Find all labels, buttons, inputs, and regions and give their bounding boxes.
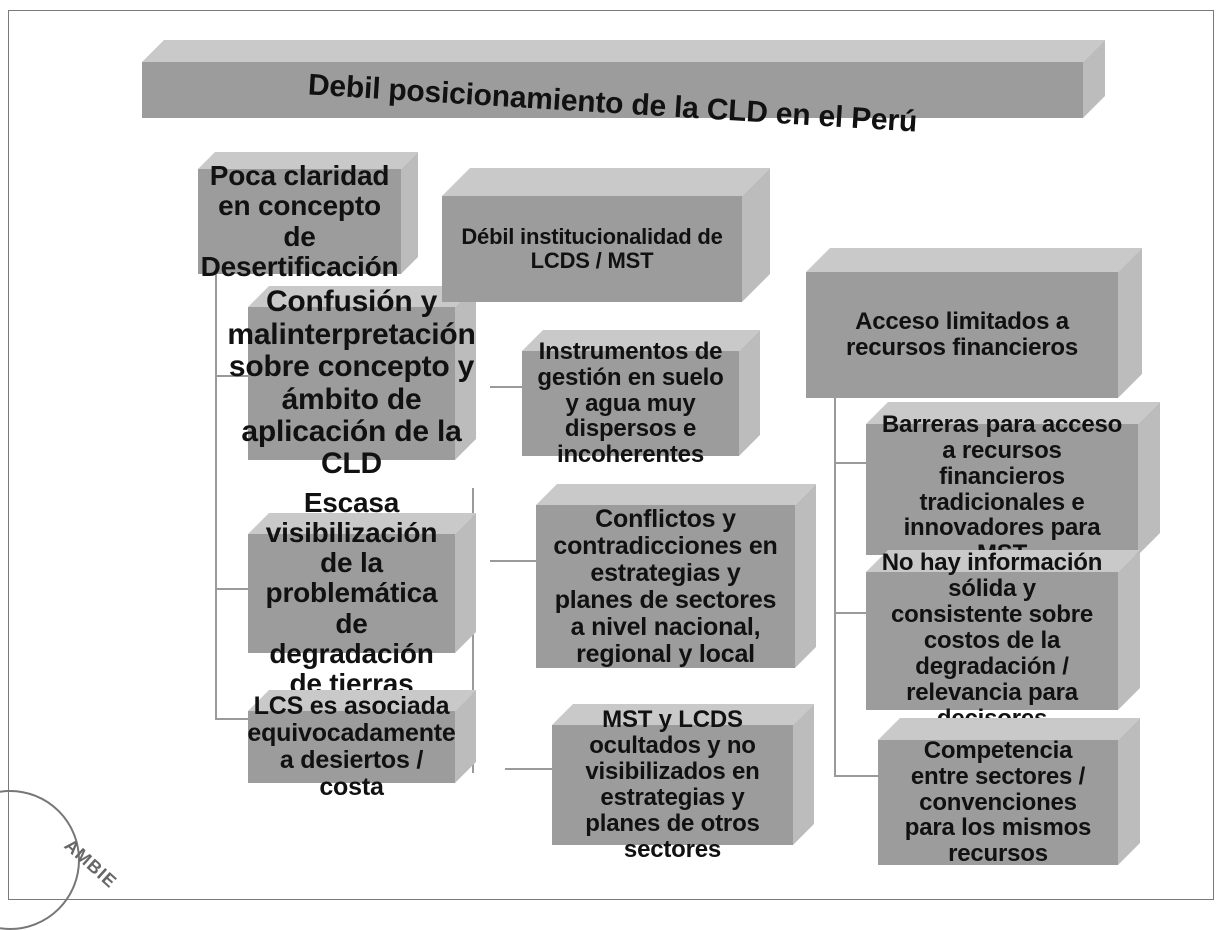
- box-shape: [866, 550, 1140, 710]
- item-col2-3: MST y LCDS ocultados y no visibilizados …: [552, 704, 814, 863]
- box-shape: [248, 690, 476, 783]
- connector-col3-vertical: [834, 380, 836, 775]
- box-top-face: [142, 40, 1105, 62]
- box-front-face: [248, 534, 455, 653]
- item-col3-3-text: Competencia entre sectores / convencione…: [904, 736, 1092, 868]
- connector-col1-item3: [215, 718, 249, 720]
- item-col3-2: No hay información sólida y consistente …: [866, 550, 1140, 731]
- box-top-face: [536, 484, 816, 505]
- box-shape: [806, 248, 1142, 398]
- header-col3-text: Acceso limitados a recursos financieros: [845, 308, 1079, 361]
- box-front-face: [806, 272, 1118, 398]
- box-front-face: [552, 725, 793, 845]
- box-front-face: [866, 572, 1118, 710]
- box-top-face: [552, 704, 814, 725]
- item-col1-2: Escasa visibilización de la problemática…: [248, 486, 476, 700]
- item-col3-2-text: No hay información sólida y consistente …: [882, 550, 1103, 731]
- connector-col1-item2: [215, 588, 249, 590]
- box-top-face: [248, 690, 476, 711]
- item-col2-2-text: Conflictos y contradicciones en estrateg…: [553, 504, 778, 668]
- box-front-face: [248, 711, 455, 783]
- box-top-face: [866, 550, 1140, 572]
- item-col1-1: Confusión y malinterpretación sobre conc…: [227, 286, 476, 481]
- box-side-face: [742, 168, 770, 302]
- box-front-face: [142, 62, 1083, 118]
- box-side-face: [739, 330, 760, 456]
- box-side-face: [1118, 718, 1140, 865]
- item-col1-2-text: Escasa visibilización de la problemática…: [265, 486, 438, 700]
- box-front-face: [878, 740, 1118, 865]
- box-shape: [552, 704, 814, 845]
- box-side-face: [793, 704, 814, 845]
- box-shape: [142, 40, 1105, 118]
- box-front-face: [536, 505, 795, 668]
- box-side-face: [1118, 248, 1142, 398]
- header-col2-text: Débil institucionalidad de LCDS / MST: [461, 224, 723, 273]
- item-col3-1: Barreras para acceso a recursos financie…: [866, 402, 1160, 567]
- box-side-face: [401, 152, 418, 274]
- connector-col1-item1: [215, 375, 249, 377]
- item-col1-3: LCS es asociada equivocadamente a desier…: [247, 690, 476, 801]
- connector-col3-item2: [834, 612, 868, 614]
- box-side-face: [455, 513, 476, 653]
- item-col3-3: Competencia entre sectores / convencione…: [878, 718, 1140, 868]
- header-col1: Poca claridad en concepto de Desertifica…: [198, 152, 418, 282]
- connector-col3-item1: [834, 462, 868, 464]
- connector-col1-vertical: [215, 262, 217, 720]
- document-frame: [8, 10, 1214, 900]
- box-front-face: [866, 424, 1138, 555]
- connector-col2-item1: [490, 386, 528, 388]
- box-shape: [248, 513, 476, 653]
- item-col2-3-text: MST y LCDS ocultados y no visibilizados …: [585, 707, 760, 863]
- box-top-face: [522, 330, 760, 351]
- connector-col3-item3: [834, 775, 878, 777]
- item-col1-3-text: LCS es asociada equivocadamente a desier…: [247, 693, 456, 801]
- box-top-face: [442, 168, 770, 196]
- header-col2: Débil institucionalidad de LCDS / MST: [442, 168, 770, 302]
- item-col3-1-text: Barreras para acceso a recursos financie…: [882, 411, 1122, 566]
- box-top-face: [806, 248, 1142, 272]
- item-col2-2: Conflictos y contradicciones en estrateg…: [536, 484, 816, 668]
- box-front-face: [248, 307, 455, 460]
- connector-col2-item3: [505, 768, 555, 770]
- box-shape: [536, 484, 816, 668]
- box-front-face: [442, 196, 742, 302]
- header-col1-text: Poca claridad en concepto de Desertifica…: [200, 160, 399, 282]
- item-col2-1: Instrumentos de gestión en suelo y agua …: [522, 330, 760, 469]
- box-front-face: [198, 169, 401, 274]
- box-shape: [866, 402, 1160, 555]
- box-side-face: [1118, 550, 1140, 710]
- connector-col2-item2: [490, 560, 538, 562]
- box-front-face: [522, 351, 739, 456]
- box-side-face: [1083, 40, 1105, 118]
- item-col2-1-text: Instrumentos de gestión en suelo y agua …: [537, 338, 724, 469]
- problem-tree-diagram: Debil posicionamiento de la CLD en el Pe…: [142, 40, 1160, 868]
- box-shape: [522, 330, 760, 456]
- box-top-face: [198, 152, 418, 169]
- box-top-face: [248, 286, 476, 307]
- item-col1-1-text: Confusión y malinterpretación sobre conc…: [227, 286, 476, 481]
- box-side-face: [455, 286, 476, 460]
- box-side-face: [795, 484, 816, 668]
- title-banner: Debil posicionamiento de la CLD en el Pe…: [142, 40, 1105, 138]
- box-top-face: [878, 718, 1140, 740]
- box-side-face: [1138, 402, 1160, 555]
- box-shape: [442, 168, 770, 302]
- header-col3: Acceso limitados a recursos financieros: [806, 248, 1142, 398]
- box-shape: [198, 152, 418, 274]
- box-top-face: [248, 513, 476, 534]
- box-side-face: [455, 690, 476, 783]
- box-shape: [248, 286, 476, 460]
- box-shape: [878, 718, 1140, 865]
- box-top-face: [866, 402, 1160, 424]
